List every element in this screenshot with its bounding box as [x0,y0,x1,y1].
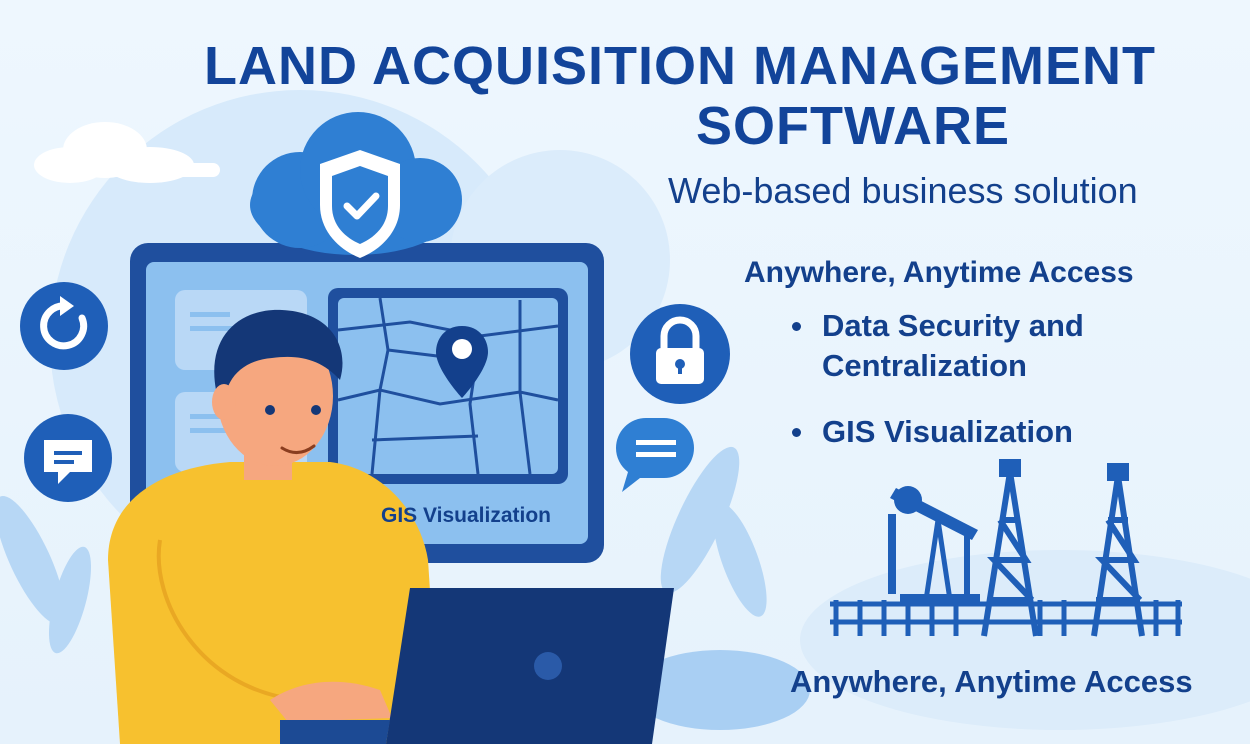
leaf-decoration [0,446,810,730]
oil-pumpjack-icon [888,486,980,603]
title-line-2: SOFTWARE [696,96,1010,156]
oil-derrick-icon [981,459,1039,637]
subtitle: Web-based business solution [668,170,1138,211]
feature-list: Data Security and Centralization GIS Vis… [790,306,1152,478]
title-line-1: LAND ACQUISITION MANAGEMENT [204,36,1156,96]
message-icon [616,418,694,492]
map-pin-icon [436,326,488,398]
access-heading: Anywhere, Anytime Access [744,256,1134,289]
oil-derrick-icon [1091,463,1145,637]
screen-label: GIS Visualization [381,504,551,527]
oil-field-illustration [830,600,1182,636]
cloud-shield-check-icon [250,112,462,258]
cloud-icon [34,122,220,183]
feature-item-data-security: Data Security and Centralization [790,306,1152,386]
person-illustration [108,309,440,744]
page-title: LAND ACQUISITION MANAGEMENT SOFTWARE [120,36,1240,156]
refresh-icon [20,282,108,370]
lock-icon [630,304,730,404]
laptop [280,588,674,744]
feature-item-gis: GIS Visualization [790,412,1152,452]
chat-icon [24,414,112,502]
footer-access-text: Anywhere, Anytime Access [790,664,1193,699]
gis-map [328,288,568,484]
